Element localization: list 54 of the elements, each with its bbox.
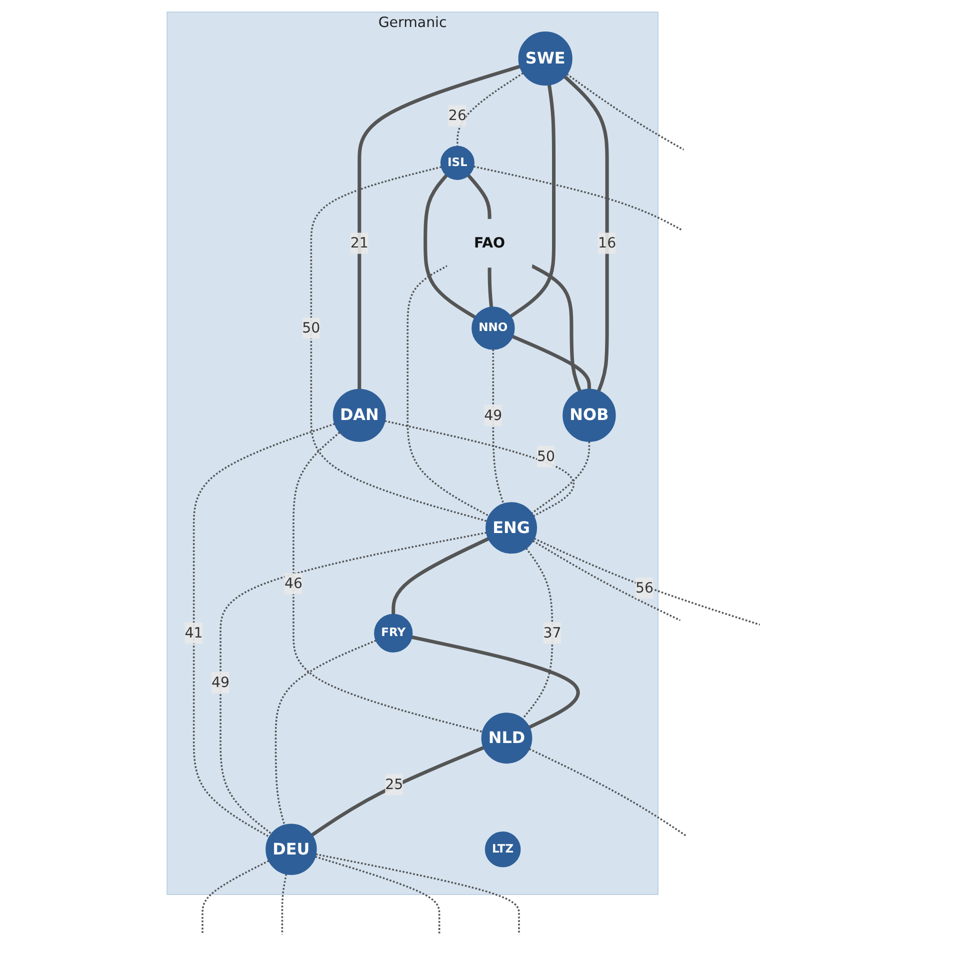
connector-line — [274, 640, 376, 826]
connector-line — [456, 72, 524, 146]
connector-line — [315, 856, 440, 934]
node-circle: NNO — [472, 306, 515, 350]
edge-label: 50 — [302, 319, 320, 336]
edge-label: 50 — [536, 448, 555, 465]
connector-line — [492, 349, 504, 504]
connector-line — [292, 432, 483, 733]
connector-line — [467, 174, 492, 220]
connector-line — [532, 540, 680, 622]
edge-label: 46 — [284, 574, 302, 592]
connector-line — [310, 746, 484, 837]
edge-label: 41 — [184, 624, 203, 642]
edge-label: 56 — [636, 579, 654, 596]
edge-label: 49 — [484, 406, 502, 424]
connector-line — [281, 874, 288, 934]
connector-line — [473, 166, 682, 231]
connector-line — [528, 748, 688, 837]
node-circle: FRY — [374, 614, 413, 652]
node-circle: ISL — [440, 146, 474, 180]
node-circle: DAN — [332, 388, 386, 442]
connector-line — [512, 334, 591, 390]
edge-label: 37 — [543, 624, 562, 642]
connector-line — [564, 75, 609, 392]
connector-line — [530, 264, 582, 392]
connector-line — [310, 166, 488, 522]
connector-line — [566, 73, 684, 150]
edge-label: 21 — [350, 234, 368, 252]
connector-line — [220, 532, 487, 835]
edge-label: 25 — [385, 776, 404, 793]
edge-label: 26 — [448, 106, 466, 124]
connector-line — [384, 420, 574, 517]
connector-line — [510, 84, 556, 318]
connector-line — [406, 265, 490, 517]
connector-line — [202, 860, 270, 934]
connector-line — [424, 174, 476, 319]
connector-line — [316, 853, 520, 934]
node-circle: DEU — [266, 824, 317, 876]
connector-line — [192, 423, 335, 838]
node-circle: SWE — [518, 32, 572, 86]
connector-line — [531, 442, 590, 514]
edge-label: 16 — [598, 234, 616, 252]
connector-line — [392, 537, 490, 614]
node-circle: ENG — [486, 502, 537, 554]
connector-line — [358, 64, 520, 390]
node-circle: NLD — [481, 712, 532, 764]
connector-line — [522, 548, 554, 720]
connector-line — [488, 267, 494, 308]
node-circle: LTZ — [484, 832, 521, 868]
node-text: FAO — [474, 234, 506, 252]
node-circle: NOB — [562, 388, 616, 442]
edge-label: 49 — [211, 674, 230, 691]
connector-line — [411, 635, 580, 729]
connector-line — [534, 538, 760, 626]
